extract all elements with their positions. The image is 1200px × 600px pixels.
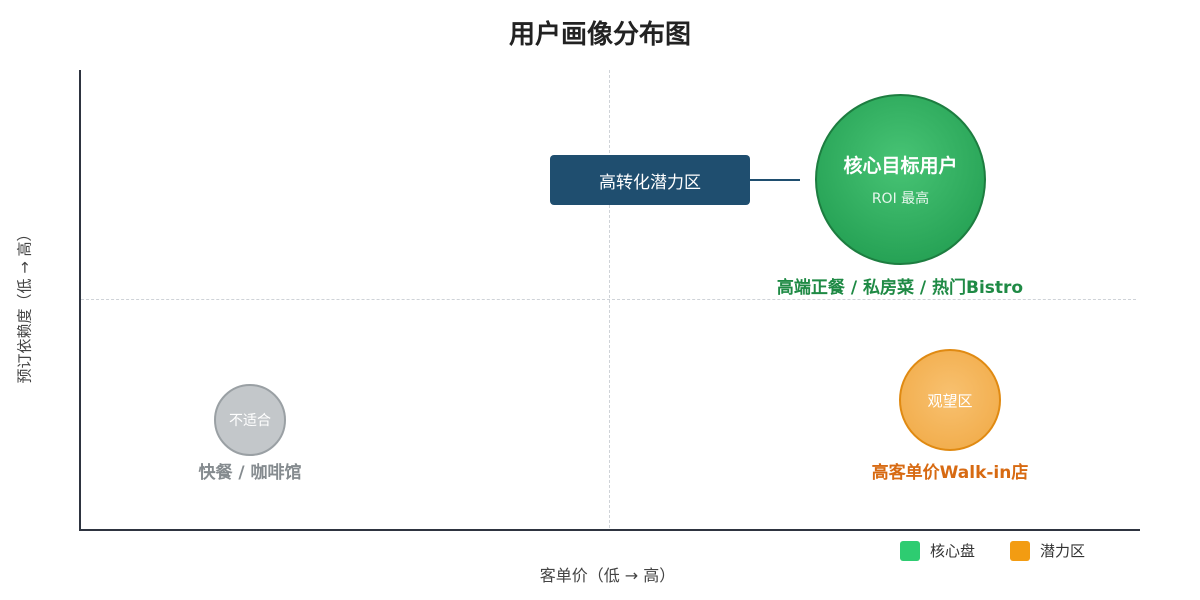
core-bubble-title: 核心目标用户	[843, 155, 958, 177]
unfit-bubble: 不适合	[214, 384, 286, 456]
y-axis-line	[79, 70, 81, 531]
watch-zone-bubble: 观望区	[899, 349, 1001, 451]
legend-swatch-potential	[1010, 540, 1030, 561]
legend-label-potential: 潜力区	[1040, 542, 1086, 560]
watch-bubble-title: 观望区	[927, 391, 973, 410]
core-bubble-subtitle: ROI 最高	[871, 191, 930, 207]
callout-label: 高转化潜力区	[599, 172, 701, 193]
legend-item-core: 核心盘	[900, 540, 975, 561]
unfit-caption: 快餐 / 咖啡馆	[198, 463, 302, 483]
x-axis-label: 客单价（低 → 高）	[539, 566, 676, 585]
core-target-bubble: 核心目标用户 ROI 最高	[815, 94, 986, 265]
unfit-bubble-title: 不适合	[229, 413, 271, 429]
high-conversion-callout: 高转化潜力区	[550, 155, 750, 205]
legend-label-core: 核心盘	[930, 542, 976, 560]
callout-connector-line	[750, 179, 800, 181]
legend-item-potential: 潜力区	[1010, 540, 1085, 561]
legend-swatch-core	[900, 540, 920, 561]
y-axis-label: 预订依赖度（低 → 高）	[15, 226, 34, 384]
chart-title: 用户画像分布图	[508, 20, 691, 50]
x-axis-line	[79, 529, 1140, 531]
horizontal-divider-line	[81, 299, 1136, 300]
watch-caption: 高客单价Walk-in店	[871, 463, 1029, 483]
core-caption: 高端正餐 / 私房菜 / 热门Bistro	[776, 278, 1024, 298]
